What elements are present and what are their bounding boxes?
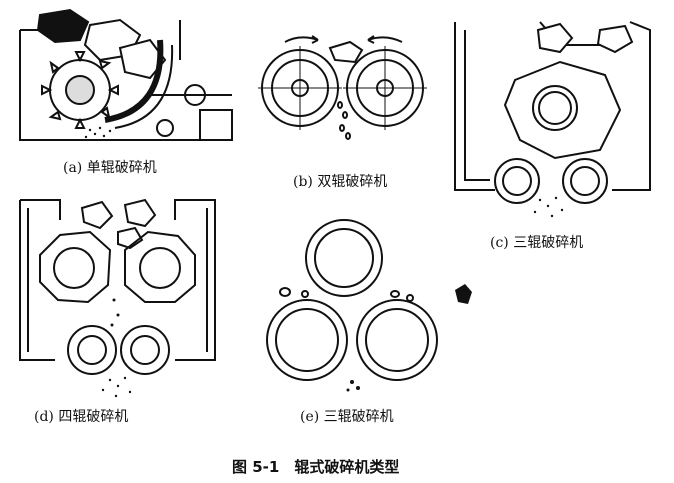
feed-rock — [80, 200, 114, 230]
caption-b: (b) 双辊破碎机 — [293, 174, 388, 190]
feed-particles — [279, 287, 414, 302]
discharge-particles — [346, 380, 360, 392]
bottom-left-roll — [266, 299, 348, 381]
caption-e: (e) 三辊破碎机 — [300, 409, 394, 425]
upper-roll — [532, 85, 578, 131]
upper-left-toothed-roll — [39, 230, 112, 304]
feed-rock — [36, 8, 90, 44]
discharge-particles — [84, 126, 112, 139]
figure-title: 图 5-1 辊式破碎机类型 — [232, 458, 400, 476]
caption-a: (a) 单辊破碎机 — [63, 160, 157, 176]
bottom-right-roll — [356, 299, 438, 381]
caption-c: (c) 三辊破碎机 — [490, 235, 584, 251]
feed-rock — [117, 226, 144, 250]
right-roll — [343, 46, 427, 130]
left-roll — [258, 46, 342, 130]
lower-left-roll — [67, 325, 117, 375]
top-roll — [305, 219, 383, 297]
housing-frame — [19, 199, 216, 361]
lower-right-roll — [562, 158, 608, 204]
upper-right-toothed-roll — [124, 230, 196, 303]
feed-rock — [328, 40, 364, 64]
feed-rock — [596, 24, 634, 54]
discharge-particles — [101, 298, 132, 398]
ink-blot — [455, 284, 472, 304]
lower-left-roll — [494, 158, 540, 204]
feed-rock — [123, 198, 157, 228]
lower-right-roll — [120, 325, 170, 375]
toothed-roll-outline — [503, 60, 622, 160]
housing-frame — [454, 21, 651, 191]
frame-outline — [19, 30, 233, 141]
feed-rock — [536, 22, 574, 54]
crushing-plate — [104, 39, 164, 123]
discharge-particles — [533, 196, 564, 218]
discharge-particles — [337, 101, 351, 140]
caption-d: (d) 四辊破碎机 — [34, 409, 129, 425]
